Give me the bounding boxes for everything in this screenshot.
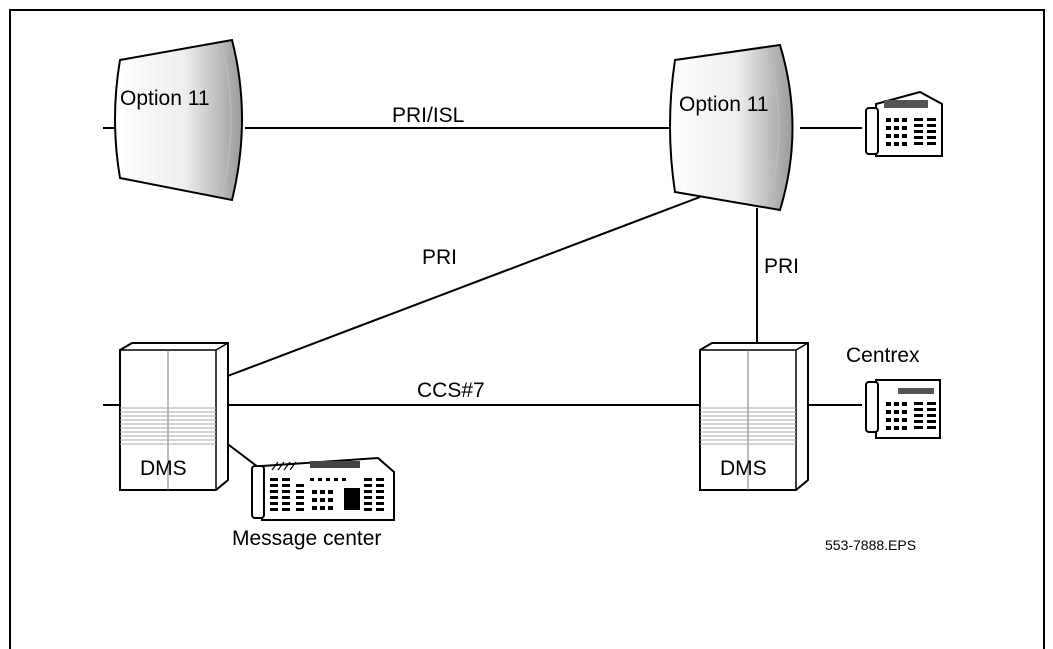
diagram-frame <box>9 9 1045 649</box>
dms-right-node: DMS <box>699 342 809 491</box>
phone-icon <box>865 90 943 157</box>
option11-right-label: Option 11 <box>679 93 769 116</box>
option11-left-label: Option 11 <box>120 87 210 110</box>
message-center-label: Message center <box>232 527 381 550</box>
dms-right-label: DMS <box>720 457 767 480</box>
centrex-label: Centrex <box>846 344 920 367</box>
figure-id-label: 553-7888.EPS <box>825 537 916 553</box>
pri-diagonal-line <box>224 196 701 378</box>
ccs7-label: CCS#7 <box>417 379 485 402</box>
option11-left-node: Option 11 <box>114 38 243 202</box>
dms-left-node: DMS <box>119 342 229 491</box>
network-diagram: Option 11 Option 11 DMS DMS <box>103 38 943 553</box>
pri-diagonal-label: PRI <box>422 246 457 269</box>
pri-vertical-label: PRI <box>764 255 799 278</box>
option11-right-node: Option 11 <box>669 43 794 212</box>
dms-left-label: DMS <box>140 457 187 480</box>
message-center-console-icon <box>251 456 395 521</box>
centrex-phone-icon <box>865 379 941 439</box>
pri-isl-label: PRI/ISL <box>392 104 464 127</box>
